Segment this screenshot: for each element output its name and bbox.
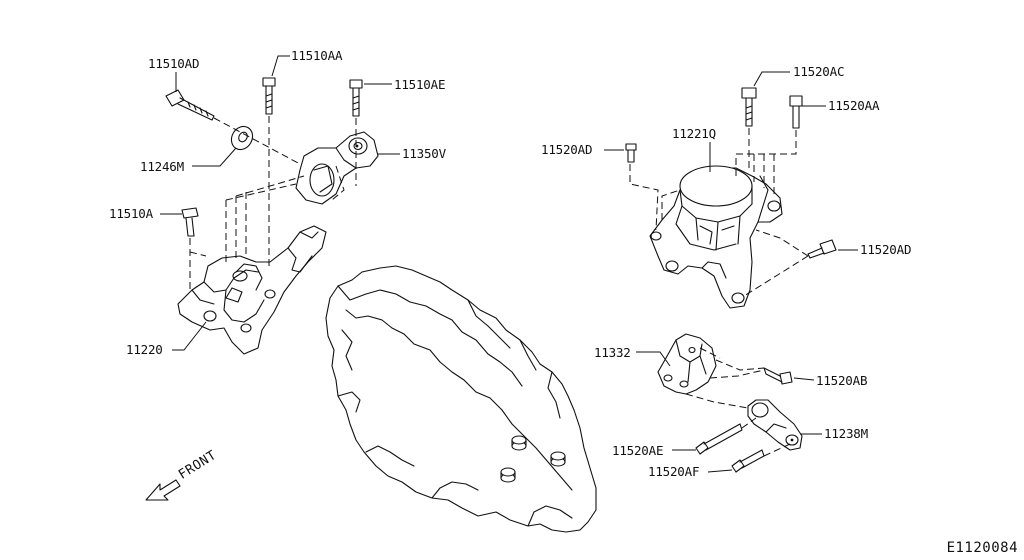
bolt-11510AE-drawing <box>349 79 363 117</box>
engine-block <box>325 265 597 533</box>
label-11332: 11332 <box>594 345 631 360</box>
bolt-11510A-drawing <box>181 207 199 237</box>
label-11510A: 11510A <box>109 206 153 221</box>
washer-11246M-drawing <box>230 125 254 151</box>
leader-lines <box>160 55 858 473</box>
bracket-11332-drawing <box>657 333 717 395</box>
bolt-11520AD-top-drawing <box>625 143 637 163</box>
label-11520AA: 11520AA <box>828 98 880 113</box>
right-upper-assembly-lines <box>629 128 809 297</box>
right-lower-assembly-lines <box>685 347 791 457</box>
torque-rod-11238M-drawing <box>747 399 803 451</box>
bolt-11520AF-drawing <box>731 449 765 473</box>
label-11510AA: 11510AA <box>291 48 343 63</box>
bolt-11520AB-drawing <box>763 367 793 385</box>
label-11238M: 11238M <box>824 426 868 441</box>
engine-mount-11221Q-drawing <box>649 165 783 309</box>
label-11510AD: 11510AD <box>148 56 200 71</box>
label-11520AB: 11520AB <box>816 373 868 388</box>
bolt-11510AD-drawing <box>165 89 215 121</box>
bolt-11520AD-right-drawing <box>807 239 837 259</box>
left-assembly-lines <box>189 116 357 290</box>
label-11520AC: 11520AC <box>793 64 845 79</box>
label-11246M: 11246M <box>140 159 184 174</box>
diagram-code: E1120084 <box>946 540 1018 556</box>
bolt-11520AA-drawing <box>789 95 803 129</box>
label-11221Q: 11221Q <box>672 126 716 141</box>
label-11220: 11220 <box>126 342 163 357</box>
front-arrow <box>145 479 181 501</box>
label-11520AF: 11520AF <box>648 464 700 479</box>
label-11510AE: 11510AE <box>394 77 446 92</box>
bolt-11520AC-drawing <box>741 87 757 127</box>
engine-mount-11220-drawing <box>177 225 327 355</box>
label-11350V: 11350V <box>402 146 446 161</box>
bolt-11520AE-drawing <box>695 423 743 455</box>
label-11520AE: 11520AE <box>612 443 664 458</box>
label-11520AD-right: 11520AD <box>860 242 912 257</box>
label-11520AD-top: 11520AD <box>541 142 593 157</box>
bolt-11510AA-drawing <box>262 77 276 115</box>
